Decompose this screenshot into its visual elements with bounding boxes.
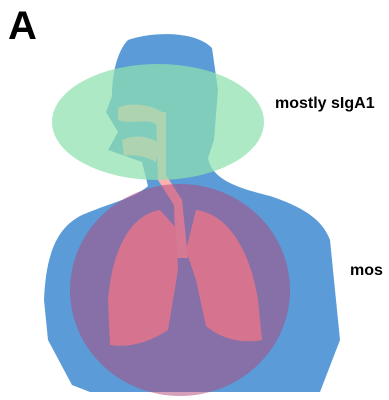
- lower-airway-label: mos: [350, 262, 383, 280]
- lower-airway-region: [70, 184, 290, 396]
- upper-airway-label: mostly sIgA1: [275, 95, 375, 113]
- upper-airway-region: [52, 64, 264, 180]
